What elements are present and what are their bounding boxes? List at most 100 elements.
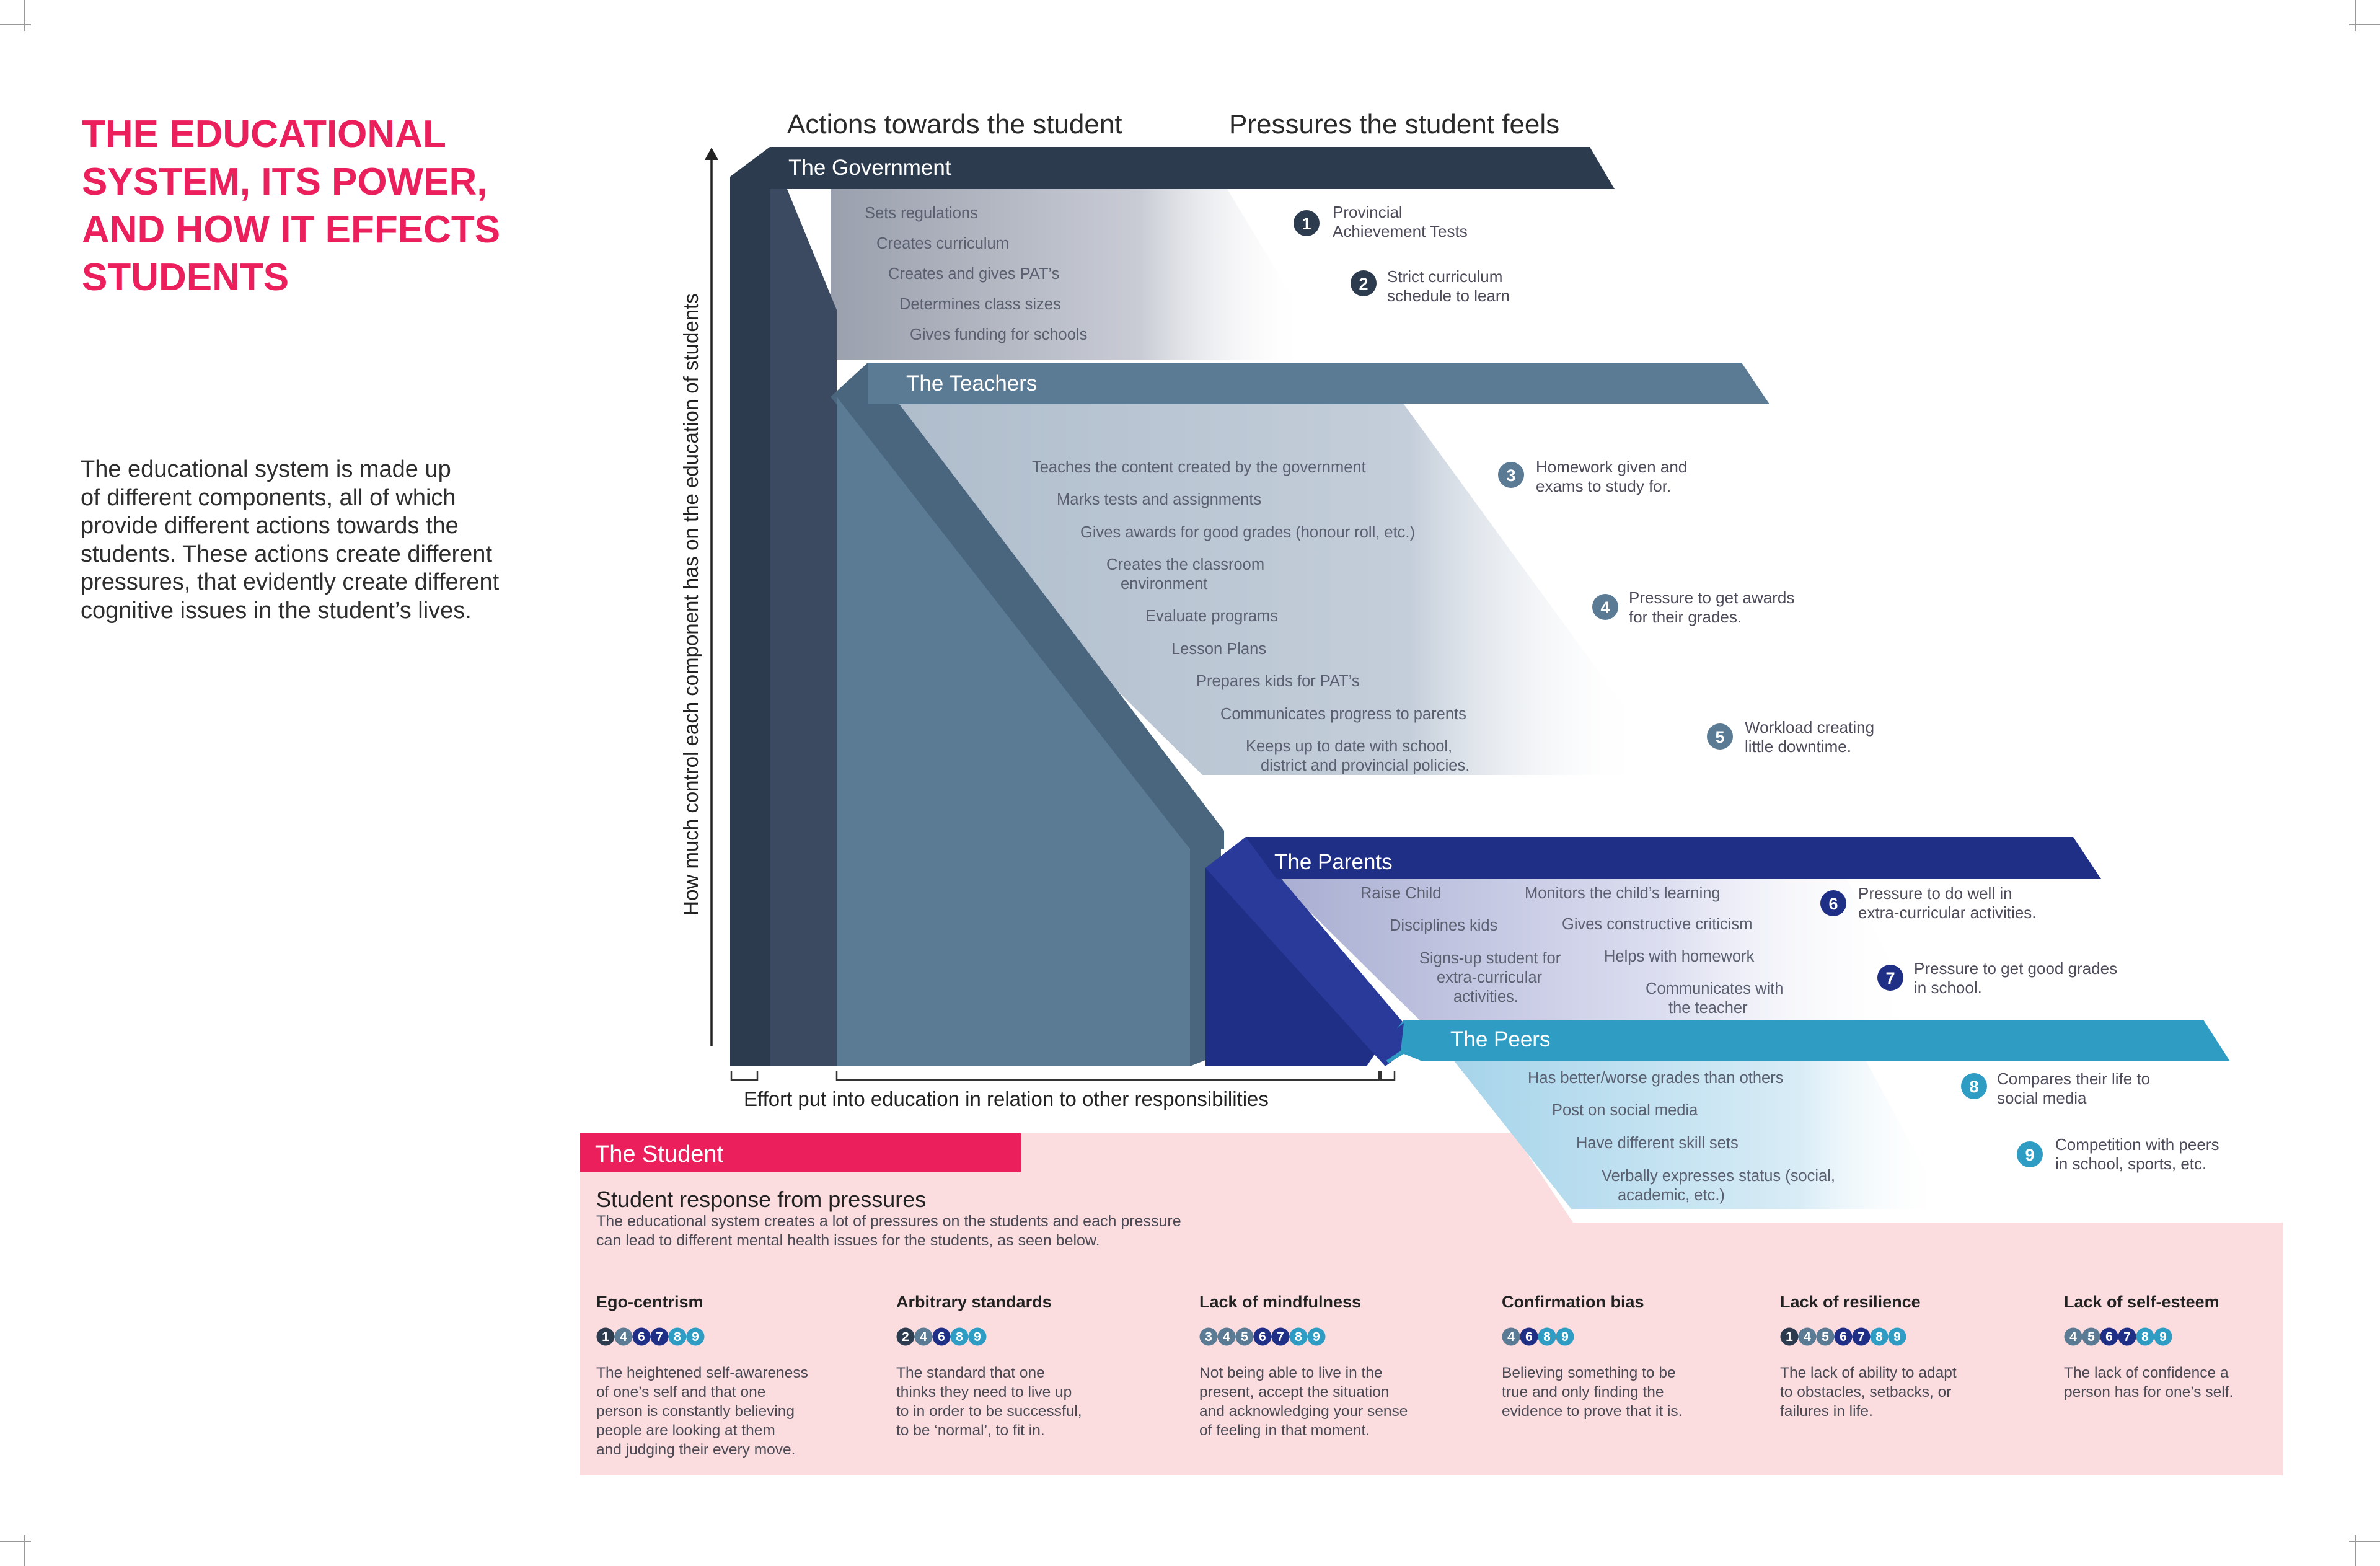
issue-description: Believing something to be xyxy=(1502,1365,1676,1381)
issue-number: 8 xyxy=(1295,1330,1302,1344)
issue-number: 4 xyxy=(920,1330,927,1344)
pressure-number-badge xyxy=(1877,965,1903,991)
title-line: THE EDUCATIONAL xyxy=(82,113,446,156)
pressure-text: Pressure to get awards xyxy=(1629,588,1794,607)
y-axis-label: How much control each component has on t… xyxy=(679,293,702,915)
pressure-item: 1 Provincial Achievement Tests xyxy=(1294,203,1468,241)
student-heading: Student response from pressures xyxy=(596,1187,926,1212)
issue-number-badge xyxy=(668,1327,687,1346)
issue-description: and judging their every move. xyxy=(596,1441,795,1458)
issue-description: to obstacles, setbacks, or xyxy=(1780,1384,1951,1400)
issue-number-badge xyxy=(914,1327,933,1346)
government-action: Sets regulations xyxy=(865,205,978,222)
issue-number-badge xyxy=(2100,1327,2118,1346)
issue-number-badge xyxy=(932,1327,951,1346)
issue-number: 2 xyxy=(902,1330,909,1344)
issue-description: people are looking at them xyxy=(596,1422,775,1439)
issue-number: 4 xyxy=(620,1330,627,1344)
teachers-action-band xyxy=(868,404,1642,775)
teachers-block-body xyxy=(837,397,1190,1066)
issue-number-badge xyxy=(2082,1327,2100,1346)
parents-action: Monitors the child’s learning xyxy=(1525,885,1721,902)
intro-line: cognitive issues in the student’s lives. xyxy=(81,597,472,624)
intro-line: pressures, that evidently create differe… xyxy=(81,569,500,595)
title-line: AND HOW IT EFFECTS xyxy=(82,208,501,251)
issue-description: to be ‘normal’, to fit in. xyxy=(896,1422,1045,1439)
pressure-item: 2 Strict curriculum schedule to learn xyxy=(1351,267,1510,305)
government-title: The Government xyxy=(788,156,951,180)
intro-line: students. These actions create different xyxy=(81,541,492,567)
issue-number-badge xyxy=(1217,1327,1236,1346)
issue-number-badge xyxy=(1520,1327,1538,1346)
parents-block-diag xyxy=(1205,837,1419,1066)
parents-action: Communicates with xyxy=(1646,980,1784,998)
issue-number-badge xyxy=(896,1327,915,1346)
pressure-text: Competition with peers xyxy=(2055,1135,2219,1154)
issue-number-badge xyxy=(596,1327,615,1346)
pressure-text: Provincial xyxy=(1333,203,1403,221)
government-block-side xyxy=(770,147,837,1066)
issue-description: person has for one’s self. xyxy=(2064,1384,2233,1400)
peers-action: Has better/worse grades than others xyxy=(1528,1069,1783,1087)
issue-title: Confirmation bias xyxy=(1502,1293,1644,1311)
issue-number-badge xyxy=(1538,1327,1556,1346)
pressure-number-badge xyxy=(1592,594,1618,620)
pressure-text: social media xyxy=(1997,1089,2087,1107)
issue-description: person is constantly believing xyxy=(596,1403,795,1420)
issue-number-badge xyxy=(1556,1327,1574,1346)
pressure-text: Strict curriculum xyxy=(1387,267,1502,286)
issue-number-badge xyxy=(1289,1327,1308,1346)
peers-block-dark xyxy=(1373,1023,1404,1063)
issue-description: present, accept the situation xyxy=(1199,1384,1389,1400)
actions-column-header: Actions towards the student xyxy=(787,109,1122,139)
pressure-text: in school. xyxy=(1914,978,1982,997)
issue-number-badge xyxy=(1502,1327,1520,1346)
issue-number-badge xyxy=(1271,1327,1290,1346)
peers-action-band xyxy=(1453,1060,1946,1209)
issue-description: evidence to prove that it is. xyxy=(1502,1403,1682,1420)
issue-number: 7 xyxy=(2123,1330,2131,1344)
peers-actions: Has better/worse grades than others Post… xyxy=(1528,1069,1835,1204)
issue-number: 9 xyxy=(1893,1330,1901,1344)
issue-number: 4 xyxy=(1507,1330,1515,1344)
parents-action: Gives constructive criticism xyxy=(1562,916,1752,933)
teachers-action: Marks tests and assignments xyxy=(1057,491,1261,508)
title-line: STUDENTS xyxy=(82,256,289,299)
pressure-item: 9 Competition with peers in school, spor… xyxy=(2017,1135,2219,1173)
pressure-text: little downtime. xyxy=(1745,737,1851,756)
issue-description: of one’s self and that one xyxy=(596,1384,765,1400)
pressures-column-header: Pressures the student feels xyxy=(1229,109,1559,139)
issue-number: 1 xyxy=(602,1330,609,1344)
issue-title: Lack of mindfulness xyxy=(1199,1293,1361,1311)
issue-title: Lack of resilience xyxy=(1780,1293,1921,1311)
teachers-action: Keeps up to date with school, xyxy=(1246,738,1452,755)
issue-number-badge xyxy=(1888,1327,1906,1346)
issue-number: 6 xyxy=(1840,1330,1847,1344)
x-axis-label: Effort put into education in relation to… xyxy=(744,1087,1269,1110)
issue-number: 8 xyxy=(1875,1330,1883,1344)
intro-line: The educational system is made up xyxy=(81,456,451,482)
government-action: Creates and gives PAT’s xyxy=(888,265,1059,283)
issue-number-badge xyxy=(950,1327,969,1346)
issue-number-badge xyxy=(650,1327,669,1346)
issue-number: 7 xyxy=(1277,1330,1284,1344)
teachers-action: Prepares kids for PAT’s xyxy=(1196,673,1360,690)
issue-description: Not being able to live in the xyxy=(1199,1365,1383,1381)
parents-action: Signs-up student for xyxy=(1419,950,1561,967)
issue-number-badge xyxy=(2118,1327,2136,1346)
issue-description: to in order to be successful, xyxy=(896,1403,1082,1420)
government-block-front xyxy=(730,147,770,1066)
issue-number: 7 xyxy=(656,1330,663,1344)
issue-number-badge xyxy=(1780,1327,1799,1346)
issue-title: Lack of self-esteem xyxy=(2064,1293,2219,1311)
peers-block-shape xyxy=(1379,1020,2230,1063)
student-subtext: The educational system creates a lot of … xyxy=(596,1213,1181,1230)
issue-number: 8 xyxy=(956,1330,963,1344)
teachers-action: Communicates progress to parents xyxy=(1220,706,1466,723)
issue-number: 8 xyxy=(2141,1330,2149,1344)
parents-action-band xyxy=(1277,879,1921,1020)
parents-actions: Raise Child Disciplines kids Signs-up st… xyxy=(1360,885,1784,1017)
